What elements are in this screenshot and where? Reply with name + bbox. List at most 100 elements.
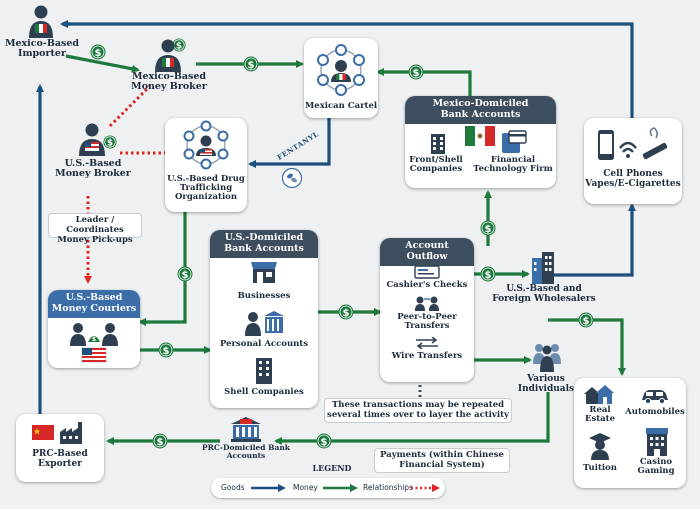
goods-line-cartel-to-dto	[248, 118, 331, 168]
prc-exporter-node: PRC-Based Exporter	[16, 414, 104, 482]
shell-companies-label: Shell Companies	[224, 387, 304, 397]
graduate-icon	[589, 433, 611, 460]
us-couriers-box: U.S.-Based Money Couriers $	[48, 290, 140, 368]
account-outflow-box: Account Outflow Cashier's Checks Peer-to…	[380, 238, 474, 382]
us-banks-box: U.S.-Domiciled Bank Accounts Businesses …	[210, 230, 318, 408]
us-broker-person-icon	[79, 123, 105, 156]
us-banks-header: U.S.-Domiciled Bank Accounts	[210, 230, 318, 258]
car-icon	[642, 390, 668, 404]
network-icon	[183, 120, 229, 170]
us-couriers-title-1: U.S.-Based	[65, 292, 123, 303]
individuals-label: Various Individuals	[517, 374, 575, 394]
prc-exporter-label: PRC-Based Exporter	[32, 449, 88, 469]
goods-line-phones-to-importer	[60, 20, 634, 118]
mexican-cartel-label: Mexican Cartel	[304, 101, 378, 111]
tuition-label: Tuition	[583, 463, 617, 473]
china-flag-factory-icon	[32, 422, 82, 444]
us-banks-title-2: Bank Accounts	[224, 243, 304, 254]
svg-text:$: $	[92, 336, 96, 343]
fintech-device-icon	[502, 130, 527, 153]
account-outflow-header: Account Outflow	[380, 238, 474, 266]
wire-transfer-icon	[416, 337, 438, 349]
relationship-line-us-to-mx-broker	[108, 84, 152, 128]
building-icon	[431, 134, 445, 154]
real-estate-label: Real Estate	[584, 405, 616, 425]
money-icon	[243, 56, 259, 72]
us-couriers-title-2: Money Couriers	[51, 303, 137, 314]
casino-gaming-label: Casino Gaming	[637, 457, 675, 477]
casino-building-icon	[646, 428, 668, 456]
personal-accounts-label: Personal Accounts	[219, 339, 309, 349]
mexico-broker-person-icon	[155, 39, 181, 72]
money-icon	[480, 220, 496, 236]
repeat-note: These transactions may be repeated sever…	[324, 398, 512, 423]
legend-relationships-arrow	[411, 484, 440, 492]
mexico-banks-title-1: Mexico-Domiciled	[432, 98, 529, 109]
bank-icon	[231, 417, 261, 442]
importer-person-icon	[29, 5, 53, 38]
office-building-icon	[256, 358, 272, 384]
payments-note: Payments (within Chinese Financial Syste…	[374, 448, 510, 473]
p2p-transfers-label: Peer-to-Peer Transfers	[397, 312, 457, 332]
mexico-flag-icon	[465, 126, 495, 146]
money-icon	[90, 44, 106, 60]
legend-money-arrow	[323, 484, 358, 492]
wholesalers-label: U.S.-Based and Foreign Wholesalers	[492, 284, 596, 304]
money-icon	[316, 433, 332, 449]
money-line-mxbanks-to-cartel	[376, 68, 472, 96]
mexico-banks-header: Mexico-Domiciled Bank Accounts	[405, 96, 556, 124]
legend: Goods Money Relationships	[211, 478, 445, 498]
cell-phones-node: Cell Phones Vapes/E-Cigarettes	[584, 118, 682, 204]
legend-goods-arrow	[251, 484, 286, 492]
leader-note: Leader / Coordinates Money Pick-ups	[48, 213, 142, 245]
purchases-box: Real Estate Automobiles Tuition Casino G…	[574, 378, 686, 488]
wire-transfers-label: Wire Transfers	[391, 351, 463, 361]
money-icon	[152, 433, 168, 449]
us-banks-title-1: U.S.-Domiciled	[224, 232, 304, 243]
storefront-icon	[251, 262, 277, 283]
network-icon	[317, 44, 365, 96]
us-dto-node: U.S.-Based Drug Trafficking Organization	[165, 118, 247, 212]
mexico-importer-label: Mexico-Based Importer	[4, 38, 80, 60]
phone-vape-icon	[598, 127, 668, 160]
couriers-icon: $	[70, 323, 118, 363]
cell-phones-label: Cell Phones Vapes/E-Cigarettes	[585, 169, 681, 189]
fintech-label: Financial Technology Firm	[473, 155, 553, 175]
money-icon	[480, 266, 496, 282]
money-icon	[338, 304, 354, 320]
warehouse-building-icon	[532, 252, 554, 284]
prc-banks-label: PRC-Domiciled Bank Accounts	[202, 443, 290, 461]
mexico-banks-title-2: Bank Accounts	[440, 109, 521, 120]
money-line-dto-to-couriers	[138, 210, 187, 326]
mexico-broker-label: Mexico-Based Money Broker	[131, 71, 207, 93]
businesses-label: Businesses	[237, 291, 291, 301]
money-icon	[578, 312, 594, 328]
money-icon	[177, 266, 193, 282]
legend-relationships-label: Relationships	[363, 483, 413, 492]
money-line-importer-to-broker	[65, 54, 140, 73]
money-line-individuals-to-prcbanks	[274, 392, 550, 445]
house-icon	[584, 385, 614, 404]
p2p-icon	[415, 296, 439, 311]
legend-goods-label: Goods	[221, 483, 245, 492]
mexico-banks-box: Mexico-Domiciled Bank Accounts Front/She…	[405, 96, 556, 188]
legend-title: LEGEND	[312, 463, 352, 473]
automobiles-label: Automobiles	[625, 407, 685, 417]
front-shell-label: Front/Shell Companies	[409, 155, 463, 175]
person-bank-icon	[245, 311, 284, 336]
check-icon	[414, 265, 440, 279]
us-broker-label: U.S.-Based Money Broker	[55, 158, 131, 180]
group-people-icon	[533, 344, 561, 372]
us-couriers-header: U.S.-Based Money Couriers	[48, 290, 140, 318]
mexican-cartel-node: Mexican Cartel	[304, 38, 378, 118]
us-dto-label: U.S.-Based Drug Trafficking Organization	[167, 174, 245, 203]
goods-line-wholesalers-to-phones	[550, 203, 636, 277]
account-outflow-title-1: Account	[405, 240, 449, 251]
account-outflow-title-2: Outflow	[406, 251, 448, 262]
money-icon	[158, 342, 174, 358]
legend-money-label: Money	[293, 483, 318, 492]
money-line-individuals-to-purchases	[548, 318, 626, 376]
money-icon	[408, 64, 424, 80]
